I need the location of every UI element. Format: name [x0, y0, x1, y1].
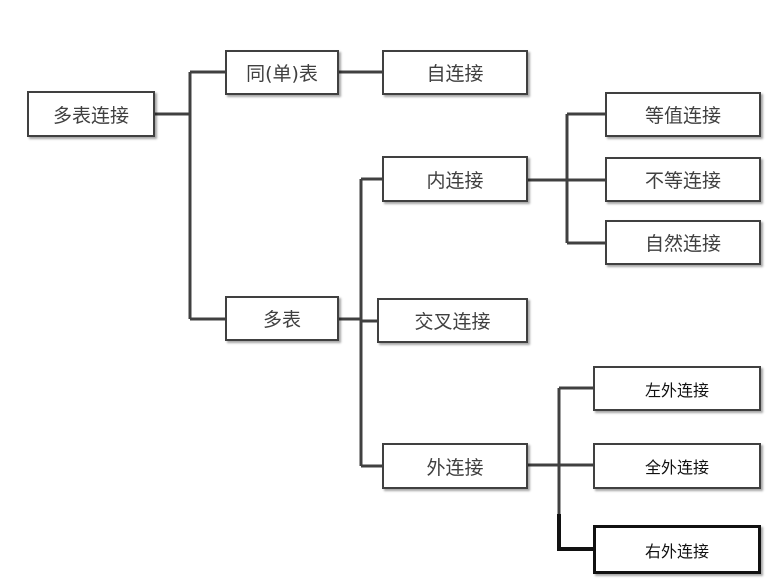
node-self-join: 自连接: [382, 50, 528, 95]
node-outer-join: 外连接: [382, 443, 528, 489]
node-left-outer-join: 左外连接: [593, 366, 761, 411]
connector-to-right-outer: [557, 514, 593, 551]
node-multi-table-join: 多表连接: [27, 91, 155, 137]
node-natural-join: 自然连接: [605, 220, 761, 265]
node-right-outer-join: 右外连接: [593, 525, 761, 574]
node-full-outer-join: 全外连接: [593, 443, 761, 489]
node-same-table: 同(单)表: [225, 50, 339, 95]
node-multi-table: 多表: [225, 296, 339, 341]
node-cross-join: 交叉连接: [377, 298, 528, 343]
node-equi-join: 等值连接: [605, 92, 761, 137]
node-non-equi-join: 不等连接: [605, 157, 761, 202]
node-inner-join: 内连接: [382, 156, 528, 202]
